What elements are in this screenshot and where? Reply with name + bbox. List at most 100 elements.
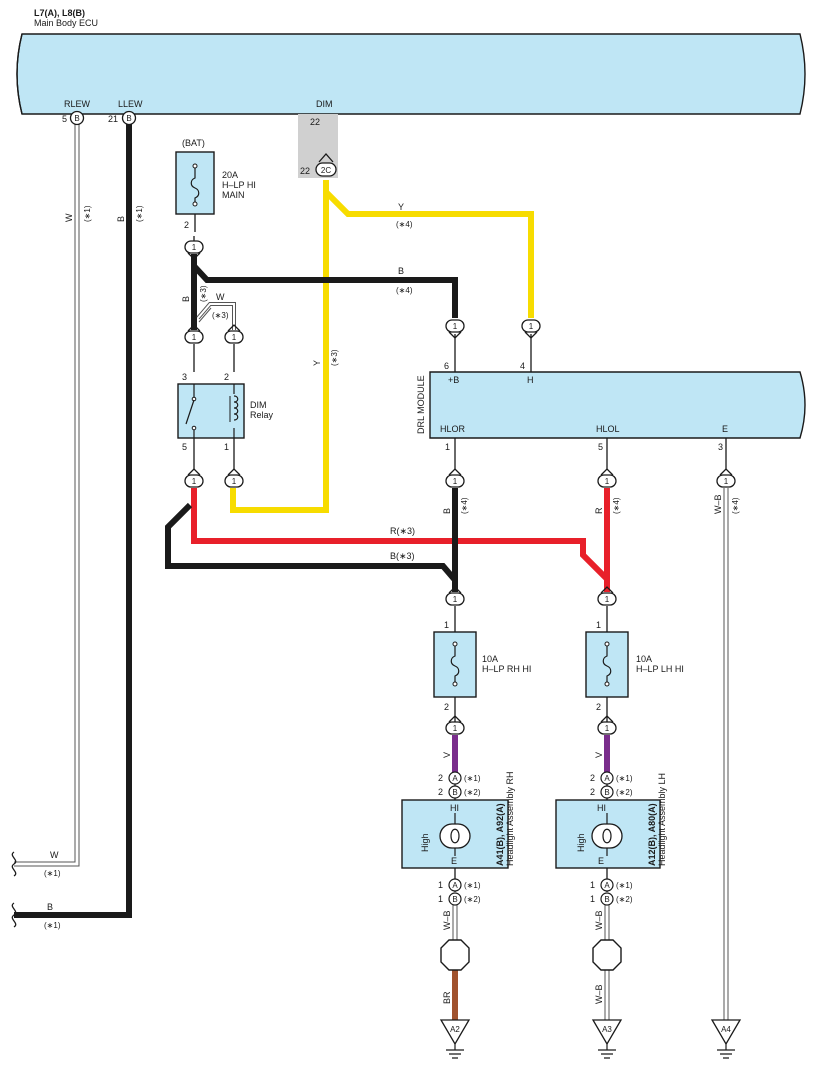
svg-text:1: 1 — [590, 880, 595, 890]
svg-text:Headlight Assembly LH: Headlight Assembly LH — [657, 773, 667, 866]
fuse-h-lp-hi-main: (BAT) 20A H–LP HI MAIN 2 — [175, 138, 256, 232]
svg-text:(∗1): (∗1) — [44, 921, 61, 930]
svg-text:W: W — [50, 850, 59, 860]
ecu-pin-label-rlew: RLEW — [64, 99, 91, 109]
ecu-dim-pin-top: 22 — [310, 117, 320, 127]
svg-text:+B: +B — [448, 375, 459, 385]
svg-text:20A: 20A — [222, 170, 238, 180]
svg-text:MAIN: MAIN — [222, 190, 245, 200]
wire-labels: W (∗1) B (∗1) W (∗1) B (∗1) Y (∗4) B (∗4… — [44, 202, 740, 1004]
connector-1: 1 — [597, 586, 617, 606]
connector-1: 1 — [224, 324, 244, 344]
connector-1: 1 — [445, 586, 465, 606]
svg-text:5: 5 — [62, 114, 67, 124]
svg-text:1: 1 — [724, 477, 729, 486]
svg-text:1: 1 — [453, 724, 458, 733]
svg-text:2: 2 — [224, 372, 229, 382]
svg-text:(∗1): (∗1) — [616, 881, 633, 890]
connector-1: 1 — [597, 715, 617, 735]
wire-y-drl-h — [323, 180, 534, 318]
svg-text:A3: A3 — [602, 1025, 612, 1034]
ecu-pin-rlew: 5 B — [62, 110, 85, 126]
svg-text:B: B — [398, 266, 404, 276]
svg-text:2: 2 — [438, 787, 443, 797]
svg-text:R: R — [594, 507, 604, 514]
svg-text:(∗4): (∗4) — [612, 497, 621, 514]
wire-r3 — [191, 488, 610, 592]
svg-text:(∗1): (∗1) — [464, 881, 481, 890]
svg-text:A12(B), A80(A): A12(B), A80(A) — [647, 803, 657, 866]
svg-text:A: A — [604, 881, 610, 890]
ecu-dim-pin-num: 22 — [300, 166, 310, 176]
svg-text:1: 1 — [192, 333, 197, 342]
svg-text:5: 5 — [598, 442, 603, 452]
svg-text:W: W — [64, 213, 74, 222]
wire-b3 — [165, 502, 458, 592]
svg-text:High: High — [576, 833, 586, 852]
ecu-pin-label-dim: DIM — [316, 99, 333, 109]
svg-text:B: B — [604, 788, 609, 797]
svg-text:1: 1 — [192, 243, 197, 252]
svg-text:H–LP HI: H–LP HI — [222, 180, 256, 190]
svg-text:B: B — [116, 216, 126, 222]
svg-text:(∗1): (∗1) — [616, 774, 633, 783]
svg-text:(∗4): (∗4) — [731, 497, 740, 514]
svg-text:W–B: W–B — [442, 910, 452, 930]
svg-text:3: 3 — [182, 372, 187, 382]
svg-text:3: 3 — [718, 442, 723, 452]
svg-text:H: H — [527, 375, 534, 385]
svg-text:1: 1 — [605, 595, 610, 604]
svg-text:HI: HI — [450, 803, 459, 813]
svg-text:R(∗3): R(∗3) — [390, 526, 415, 536]
svg-text:Y: Y — [398, 202, 404, 212]
svg-text:2C: 2C — [321, 166, 331, 175]
connector-1: 1 — [445, 468, 465, 488]
svg-text:E: E — [722, 424, 728, 434]
svg-text:(∗2): (∗2) — [464, 895, 481, 904]
svg-text:B: B — [74, 114, 79, 123]
svg-text:(∗1): (∗1) — [83, 205, 92, 222]
svg-text:A: A — [452, 774, 458, 783]
svg-text:(∗1): (∗1) — [44, 869, 61, 878]
connector-1: 1 — [445, 319, 465, 339]
dim-relay: 3 2 DIM Relay 5 1 — [177, 372, 274, 452]
wire-w-relay — [196, 302, 236, 330]
drl-module: DRL MODULE 6 4 +B H HLOR HLOL E 1 5 3 — [416, 361, 806, 452]
svg-text:1: 1 — [224, 442, 229, 452]
svg-text:(∗2): (∗2) — [464, 788, 481, 797]
ecu-subtitle: Main Body ECU — [34, 18, 98, 28]
svg-text:High: High — [420, 833, 430, 852]
svg-text:1: 1 — [444, 620, 449, 630]
svg-text:B: B — [452, 788, 457, 797]
svg-text:A: A — [452, 881, 458, 890]
svg-text:DIM: DIM — [250, 400, 267, 410]
svg-text:H–LP LH HI: H–LP LH HI — [636, 664, 684, 674]
svg-text:(∗3): (∗3) — [212, 311, 229, 320]
svg-text:B: B — [452, 895, 457, 904]
svg-text:V: V — [442, 752, 452, 758]
svg-text:(∗4): (∗4) — [396, 286, 413, 295]
ecu-pin-llew: 21 B — [108, 110, 137, 126]
svg-text:(∗2): (∗2) — [616, 895, 633, 904]
svg-text:2: 2 — [184, 220, 189, 230]
svg-text:A2: A2 — [450, 1025, 460, 1034]
fuse-h-lp-lh-hi: 1 10A H–LP LH HI 2 — [585, 620, 684, 712]
svg-text:1: 1 — [453, 322, 458, 331]
svg-text:B: B — [47, 902, 53, 912]
ecu-title: L7(A), L8(B) — [34, 8, 85, 18]
wire-b-fuse-to-drl — [191, 263, 458, 318]
svg-text:W: W — [216, 292, 225, 302]
break-mark-b — [11, 902, 17, 928]
fuse-h-lp-rh-hi: 1 10A H–LP RH HI 2 — [433, 620, 531, 712]
svg-text:21: 21 — [108, 114, 118, 124]
svg-text:E: E — [451, 856, 457, 866]
drl-module-title: DRL MODULE — [416, 375, 426, 434]
svg-text:B: B — [126, 114, 131, 123]
svg-text:(∗4): (∗4) — [460, 497, 469, 514]
